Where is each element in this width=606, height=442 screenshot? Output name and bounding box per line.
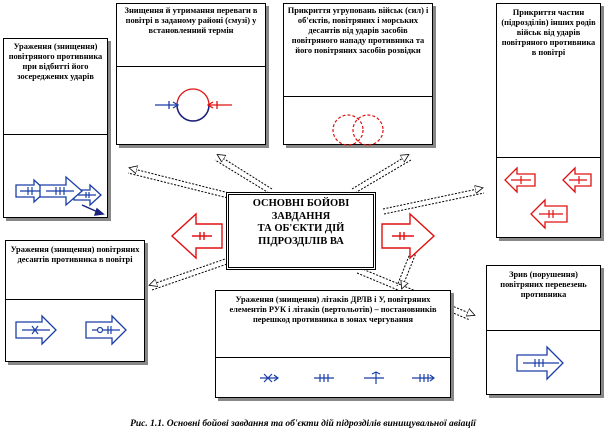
box-top-right-center-text: Прикриття угруповань військ (сил) і об'є…: [287, 6, 429, 55]
center-box: ОСНОВНІ БОЙОВІ ЗАВДАННЯ ТА ОБ'ЄКТИ ДІЙ П…: [226, 192, 376, 270]
arrow-to-bottom-right: [359, 267, 474, 315]
center-line-2: ЗАВДАННЯ: [271, 210, 331, 222]
box-bottom-center: Ураження (знищення) літаків ДРЛВ і У, по…: [215, 290, 451, 398]
arrow-to-top-left: [130, 168, 246, 198]
arrow-to-bottom-center: [402, 247, 419, 288]
box-top-right-text: Прикриття частин (підрозділів) інших род…: [501, 8, 596, 57]
box-bottom-center-text: Ураження (знищення) літаків ДРЛВ і У, по…: [229, 295, 437, 324]
center-line-4: ПІДРОЗДІЛІВ ВА: [258, 235, 344, 247]
arrow-to-top-center: [218, 155, 273, 190]
arrow-to-top-right-center: [351, 155, 408, 190]
left-red-arrow: [170, 212, 223, 260]
box-bottom-right-text: Зрив (порушення) повітряних перевезень п…: [500, 270, 587, 299]
mid-left-symbols: [15, 314, 127, 346]
box-top-center: Знищення й утримання переваги в повітрі …: [116, 3, 266, 145]
top-right-symbols: [504, 166, 592, 230]
top-left-symbols: [15, 175, 105, 216]
box-mid-left: Ураження (знищення) повітряних десантів …: [5, 240, 145, 362]
bottom-center-symbols: [260, 371, 435, 384]
box-top-left: Ураження (знищення) повітряного противни…: [3, 38, 108, 218]
figure-caption: Рис. 1.1. Основні бойові завдання та об'…: [130, 419, 476, 429]
top-center-symbols: [155, 88, 232, 122]
box-bottom-right: Зрив (порушення) повітряних перевезень п…: [486, 265, 601, 395]
arrow-to-top-right: [382, 188, 482, 210]
box-top-center-text: Знищення й утримання переваги в повітрі …: [124, 6, 258, 35]
box-top-right-center: Прикриття угруповань військ (сил) і об'є…: [283, 3, 433, 146]
box-mid-left-text: Ураження (знищення) повітряних десантів …: [10, 245, 140, 264]
box-top-left-text: Ураження (знищення) повітряного противни…: [8, 42, 103, 81]
center-line-3: ТА ОБ'ЄКТИ ДІЙ: [257, 223, 345, 234]
bottom-right-symbols: [516, 345, 564, 381]
top-right-center-symbols: [332, 114, 384, 146]
arrow-to-mid-left: [150, 257, 229, 285]
box-top-right: Прикриття частин (підрозділів) інших род…: [496, 3, 601, 238]
right-red-arrow: [381, 212, 436, 260]
center-line-1: ОСНОВНІ БОЙОВІ: [252, 198, 350, 209]
